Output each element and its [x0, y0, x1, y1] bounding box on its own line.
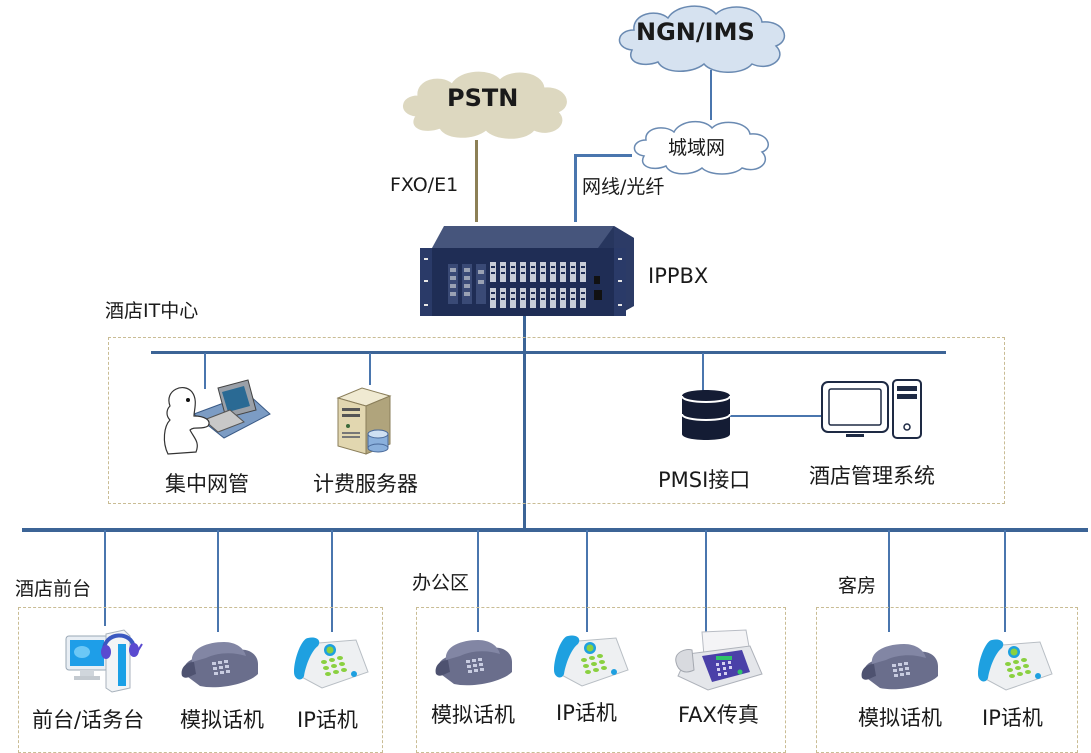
billing-server-icon	[336, 387, 392, 455]
office-ip-drop-line	[586, 530, 588, 632]
pstn-link-label: FXO/E1	[390, 174, 459, 196]
zone-title-office: 办公区	[412, 572, 470, 594]
office-item-label-ip: IP话机	[556, 701, 617, 725]
guest-room-item-label-ip: IP话机	[982, 706, 1043, 730]
ngn-ims-label: NGN/IMS	[636, 18, 755, 46]
nms-drop-line	[204, 353, 206, 389]
metro-network-label: 城域网	[668, 137, 726, 159]
ippbx-chassis-icon	[420, 226, 634, 316]
metro-link-line	[574, 154, 577, 222]
zone-title-front-desk: 酒店前台	[15, 578, 92, 600]
metro-link-label: 网线/光纤	[582, 176, 665, 198]
it-center-bus	[151, 351, 946, 354]
office-item-label-analog: 模拟话机	[431, 703, 515, 727]
ippbx-label: IPPBX	[648, 264, 709, 288]
pstn-link-line	[475, 140, 478, 222]
metro-link-line-h	[574, 154, 632, 157]
front-ip-drop-line	[331, 530, 333, 632]
desktop-computer-icon	[821, 379, 922, 439]
it-item-label-pmsi: PMSI接口	[658, 468, 751, 492]
pmsi-to-pms-line	[730, 415, 824, 417]
ngn-ims-cloud	[618, 5, 786, 73]
network-management-workstation-icon	[163, 379, 271, 455]
ip-phone-icon	[294, 637, 369, 689]
analog-phone-icon	[861, 644, 938, 690]
metro-network-cloud	[633, 120, 769, 175]
it-center-zone	[108, 337, 1005, 504]
operator-console-icon	[65, 629, 143, 693]
database-icon	[681, 390, 731, 440]
pstn-label: PSTN	[447, 84, 519, 112]
billing-drop-line	[369, 353, 371, 385]
front-desk-item-label-console: 前台/话务台	[32, 708, 145, 732]
ippbx-trunk-line	[523, 316, 526, 530]
main-access-bus	[22, 528, 1088, 532]
analog-phone-icon	[181, 642, 258, 688]
zone-title-guest-room: 客房	[838, 575, 877, 597]
fax-icon	[675, 629, 763, 691]
front-desk-item-label-ip: IP话机	[297, 708, 358, 732]
it-item-label-nms: 集中网管	[165, 472, 249, 496]
pstn-cloud	[403, 71, 567, 139]
it-item-label-billing: 计费服务器	[313, 472, 418, 496]
room-analog-drop-line	[888, 530, 890, 632]
office-item-label-fax: FAX传真	[678, 703, 759, 727]
guest-room-item-label-analog: 模拟话机	[858, 706, 942, 730]
front-console-drop-line	[104, 530, 106, 626]
office-fax-drop-line	[705, 530, 707, 632]
analog-phone-icon	[435, 640, 512, 686]
it-center-title: 酒店IT中心	[105, 300, 199, 322]
front-desk-item-label-analog: 模拟话机	[180, 708, 264, 732]
ngn-to-metro-line	[710, 70, 712, 120]
ip-phone-icon	[978, 639, 1053, 691]
ip-phone-icon	[554, 635, 629, 687]
pmsi-drop-line	[702, 353, 704, 391]
it-item-label-pms: 酒店管理系统	[809, 464, 935, 488]
room-ip-drop-line	[1004, 530, 1006, 632]
office-analog-drop-line	[477, 530, 479, 632]
front-analog-drop-line	[217, 530, 219, 632]
